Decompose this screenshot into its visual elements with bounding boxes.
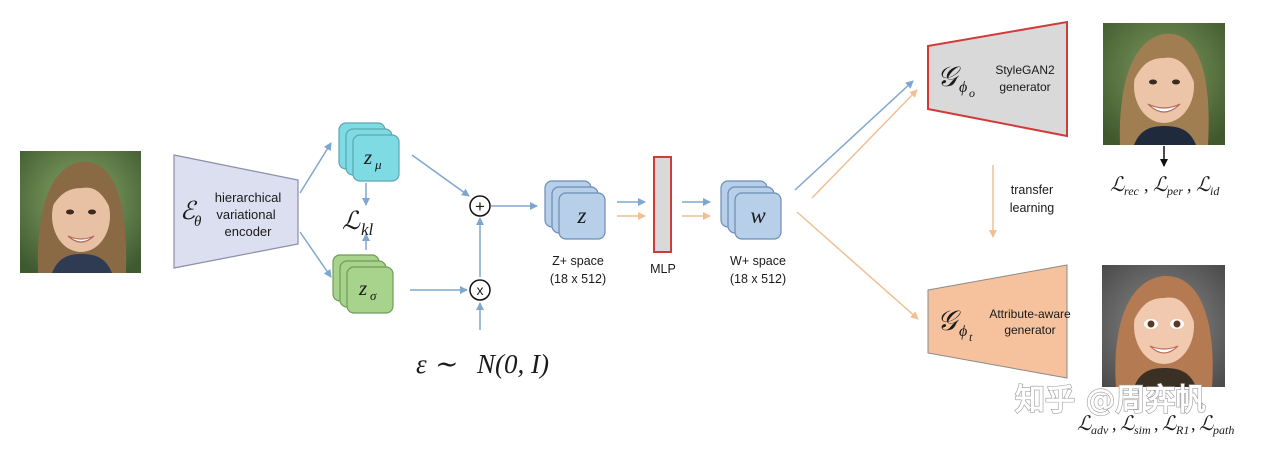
arrow-wspace-to-gen-o-orange xyxy=(811,89,918,199)
w-space-dims: (18 x 512) xyxy=(730,272,786,286)
times-operator: x xyxy=(469,279,491,301)
watermark: 知乎 @周弈帆 xyxy=(1015,383,1205,418)
loss-sim-sub: sim xyxy=(1134,423,1151,437)
transfer-label-line1: transfer xyxy=(1011,183,1053,197)
gen-t-label-line2: generator xyxy=(1004,323,1055,337)
loss-sim: ℒ xyxy=(1120,413,1135,435)
encoder-label-line1: hierarchical xyxy=(215,190,282,205)
plus-operator: + xyxy=(469,195,491,217)
loss-comma-2: , xyxy=(1187,175,1192,195)
reconstruction-losses: ℒ rec , ℒ per , ℒ id xyxy=(1110,174,1220,198)
encoder-label-line2: variational xyxy=(216,207,275,222)
loss-adv: ℒ xyxy=(1077,413,1092,435)
kl-loss-subscript: kl xyxy=(361,220,374,239)
loss-comma-1: , xyxy=(1144,175,1149,195)
loss-path-sub: path xyxy=(1212,423,1234,437)
gen-o-subscript: ϕ xyxy=(959,79,967,96)
loss-r1-sub: R1 xyxy=(1175,423,1189,437)
loss-rec-sub: rec xyxy=(1124,184,1140,198)
loss-adv-sub: adv xyxy=(1091,423,1109,437)
attribute-aware-generator-block: 𝒢 ϕ t Attribute-aware generator xyxy=(927,264,1071,379)
loss-path: ℒ xyxy=(1199,413,1214,435)
gen-t-subscript2: t xyxy=(969,330,973,344)
encoder-block: ℰ θ hierarchical variational encoder xyxy=(173,154,299,269)
encoder-label-line3: encoder xyxy=(225,224,273,239)
z-sigma-subscript: σ xyxy=(370,288,377,303)
z-sigma-stack: z σ xyxy=(332,254,394,314)
loss-id-sub: id xyxy=(1210,184,1220,198)
loss-per-sub: per xyxy=(1166,184,1183,198)
encoder-symbol: ℰ xyxy=(180,198,198,225)
reconstructed-face-photo xyxy=(1103,23,1225,145)
z-space-dims: (18 x 512) xyxy=(550,272,606,286)
z-sigma-symbol: z xyxy=(358,276,367,300)
w-space-stack: w xyxy=(720,180,782,240)
arrow-wspace-to-gen-t xyxy=(796,211,919,320)
z-mu-stack: z μ xyxy=(338,122,400,182)
loss-comma-5: , xyxy=(1191,414,1196,434)
mlp-block xyxy=(653,156,672,253)
z-space-symbol: z xyxy=(577,203,587,228)
z-mu-subscript: μ xyxy=(374,157,382,172)
arrow-zmu-to-plus xyxy=(411,154,470,197)
loss-r1: ℒ xyxy=(1162,413,1177,435)
adversarial-losses: ℒ adv , ℒ sim , ℒ R1 , ℒ path xyxy=(1077,413,1234,437)
gen-t-subscript: ϕ xyxy=(959,323,967,340)
w-space-label: W+ space xyxy=(730,254,786,268)
stylized-face-photo xyxy=(1102,265,1225,387)
loss-id: ℒ xyxy=(1196,174,1211,196)
encoder-subscript: θ xyxy=(194,214,202,230)
z-space-label: Z+ space xyxy=(552,254,604,268)
noise-epsilon: ε ∼ xyxy=(416,349,456,379)
z-space-stack: z xyxy=(544,180,606,240)
arrow-encoder-to-zsigma xyxy=(299,231,332,278)
loss-per: ℒ xyxy=(1153,174,1168,196)
gen-t-label-line1: Attribute-aware xyxy=(989,307,1071,321)
gen-o-label-line1: StyleGAN2 xyxy=(995,63,1055,77)
z-mu-symbol: z xyxy=(363,145,372,169)
stylegan2-generator-block: 𝒢 ϕ o StyleGAN2 generator xyxy=(927,20,1068,138)
loss-rec: ℒ xyxy=(1110,174,1125,196)
input-face-photo xyxy=(20,151,141,273)
gen-o-label-line2: generator xyxy=(999,80,1050,94)
mlp-label: MLP xyxy=(650,262,676,276)
plus-symbol: + xyxy=(475,197,485,216)
loss-comma-3: , xyxy=(1112,414,1117,434)
noise-distribution: N(0, I) xyxy=(476,349,549,379)
kl-loss-symbol: ℒ xyxy=(342,208,361,235)
arrow-encoder-to-zmu xyxy=(299,142,332,194)
arrow-wspace-to-gen-o xyxy=(794,80,914,191)
times-symbol: x xyxy=(477,282,484,298)
transfer-label-line2: learning xyxy=(1010,201,1055,215)
gen-o-subscript2: o xyxy=(969,86,975,100)
w-space-symbol: w xyxy=(750,203,766,228)
loss-comma-4: , xyxy=(1154,414,1159,434)
